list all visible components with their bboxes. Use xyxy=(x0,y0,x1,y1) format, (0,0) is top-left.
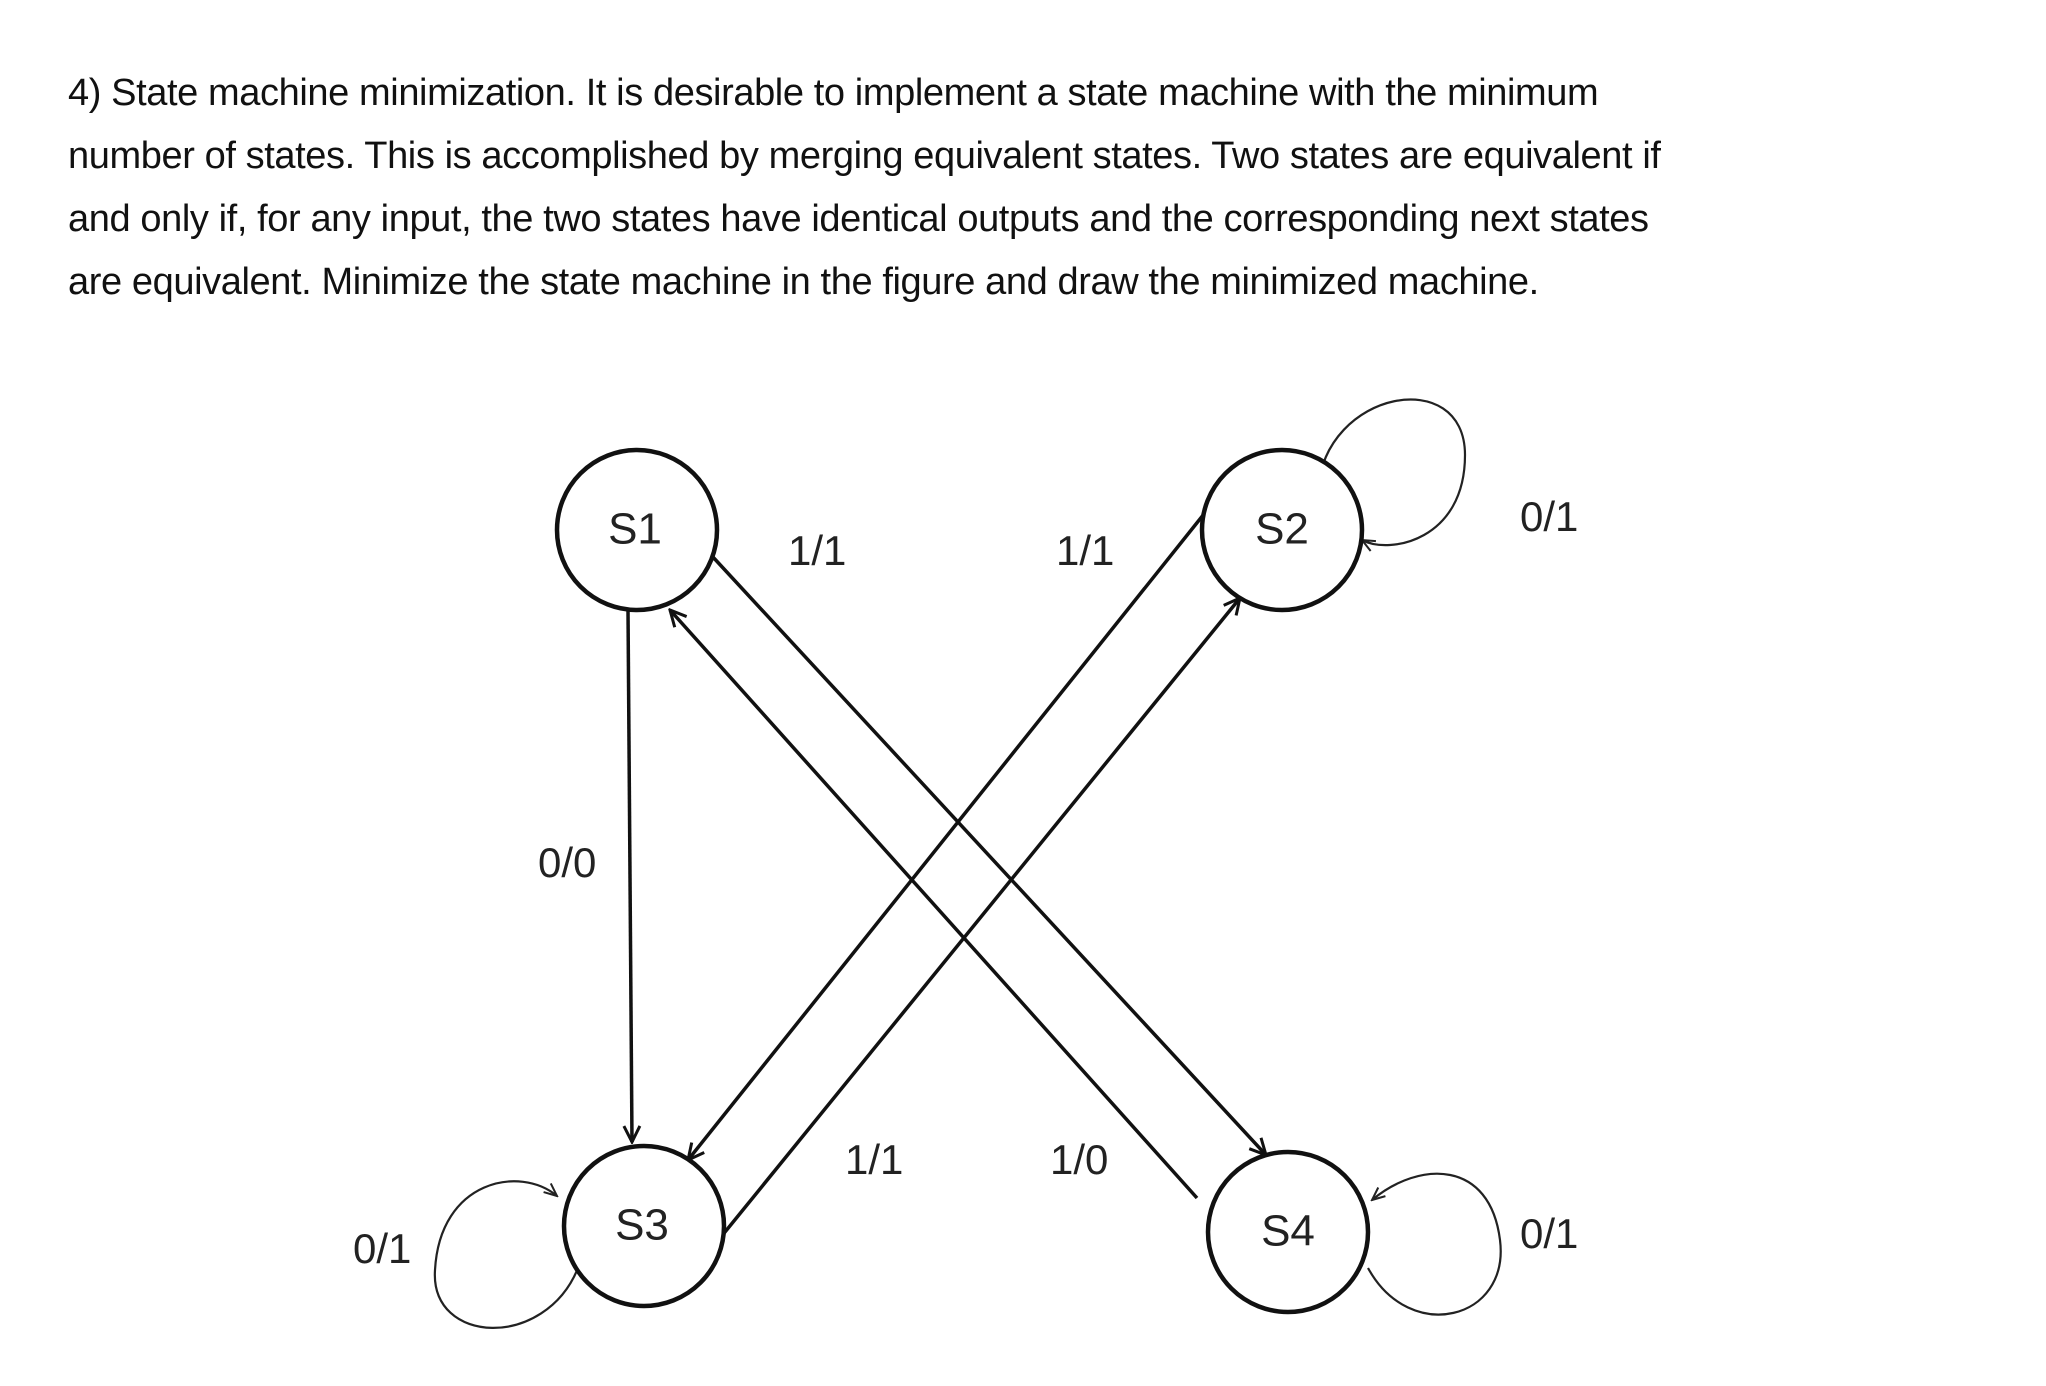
state-s3-label: S3 xyxy=(615,1201,669,1250)
loop-s4 xyxy=(1367,1172,1502,1316)
label-s3-s2: 1/1 xyxy=(845,1136,903,1183)
state-s3-circle xyxy=(561,1143,727,1309)
state-s2-circle xyxy=(1199,447,1365,613)
state-s1-label: S1 xyxy=(608,505,662,554)
edge-s1-s3 xyxy=(628,609,632,1142)
loop-s2 xyxy=(1316,398,1467,545)
state-s4-label: S4 xyxy=(1261,1207,1315,1256)
label-s2-loop: 0/1 xyxy=(1520,493,1578,540)
edge-s4-s1 xyxy=(670,610,1199,1200)
state-s3: S3 xyxy=(561,1143,727,1309)
states: S1 S2 S3 S4 xyxy=(554,447,1371,1315)
state-s4: S4 xyxy=(1205,1149,1371,1315)
loop-s3 xyxy=(433,1180,580,1329)
edge-s3-s2 xyxy=(710,598,1240,1250)
edge-s2-s3 xyxy=(688,512,1206,1160)
state-s1: S1 xyxy=(554,447,720,613)
state-s2-label: S2 xyxy=(1255,505,1309,554)
problem-line-2: number of states. This is accomplished b… xyxy=(68,135,1661,177)
transitions xyxy=(433,398,1502,1329)
state-s2: S2 xyxy=(1199,447,1365,613)
label-s3-loop: 0/1 xyxy=(353,1225,411,1272)
problem-line-3: and only if, for any input, the two stat… xyxy=(68,198,1649,240)
transition-labels: 0/0 1/1 0/1 1/1 0/1 1/1 0/1 1/0 xyxy=(353,493,1578,1272)
problem-line-4: are equivalent. Minimize the state machi… xyxy=(68,261,1539,303)
state-s4-circle xyxy=(1205,1149,1371,1315)
state-s1-circle xyxy=(554,447,720,613)
problem-statement: 4) State machine minimization. It is des… xyxy=(68,62,2028,314)
edge-s1-s4 xyxy=(710,554,1266,1155)
label-s4-loop: 0/1 xyxy=(1520,1210,1578,1257)
problem-line-1: 4) State machine minimization. It is des… xyxy=(68,72,1599,114)
label-s1-s4: 1/1 xyxy=(788,527,846,574)
label-s2-s3: 1/1 xyxy=(1056,527,1114,574)
label-s1-s3: 0/0 xyxy=(538,839,596,886)
label-s4-s1: 1/0 xyxy=(1050,1136,1108,1183)
